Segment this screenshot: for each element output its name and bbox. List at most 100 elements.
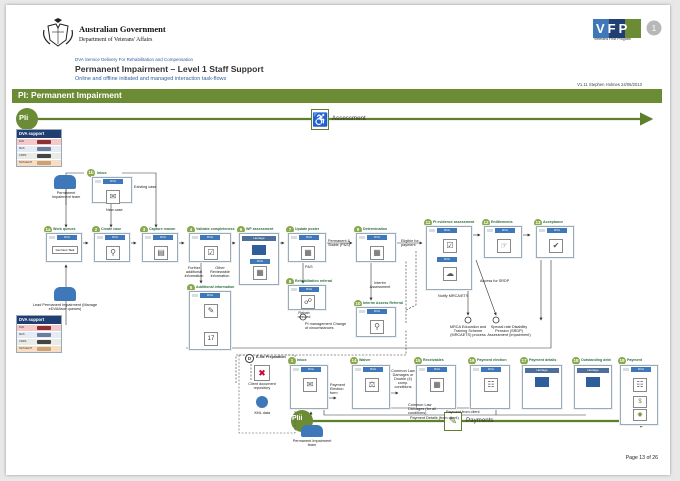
legend-row-label: CRRS <box>19 340 27 343</box>
vfp-tagline: Veterans First Program <box>594 37 631 41</box>
step-card-capture-reason[interactable]: DVA▤ <box>142 233 178 262</box>
form-icon: ✎ <box>204 304 218 318</box>
step-label: Payment <box>627 358 642 362</box>
mrca-edu-note: MRCA Education and Training Scheme (MRCA… <box>449 325 487 337</box>
step-number: 9 <box>354 226 362 234</box>
pii-marker: PIii <box>292 415 303 422</box>
step-card-pi-evidence-assessment[interactable]: DVA ☑ DVA ☁ <box>426 226 472 290</box>
step-number: 10 <box>354 300 362 308</box>
legend-row-label: DVA <box>19 326 25 329</box>
step-card-rehabilitation-referral[interactable]: DVA☍ <box>288 285 326 310</box>
section-banner: PI: Permanent Impairment <box>12 89 662 103</box>
step-card-payment-details[interactable]: Heritage <box>522 365 562 409</box>
heritage-header: Heritage <box>242 236 276 241</box>
inbox-icon: ✉ <box>106 190 120 204</box>
step-number: 15 <box>414 357 422 365</box>
step-label: PI evidence assessment <box>433 220 475 224</box>
step-label: Validate completeness <box>196 227 235 231</box>
calculator-icon: ▦ <box>430 378 444 392</box>
legend-row: DVA <box>17 324 61 331</box>
step-card-additional-information[interactable]: DVA ✎ 17 <box>189 291 231 350</box>
banner-title: PI: Permanent Impairment <box>18 90 122 100</box>
coins-icon: $ <box>633 396 647 408</box>
pi-marker: PIi <box>19 113 29 122</box>
access-srdp-note: Access for SRDP <box>480 279 510 283</box>
step-label: Capture reason <box>149 227 176 231</box>
payment-icon: ☷ <box>633 378 647 392</box>
lead-pi-icon <box>54 287 76 301</box>
heritage-header: Heritage <box>525 368 559 373</box>
step-number: 6 <box>237 226 245 234</box>
step-number: 18 <box>572 357 580 365</box>
legend-row: NAT/LEGIT <box>17 159 61 166</box>
legend-row: MAS <box>17 145 61 152</box>
common-law-all-note: Common Law Damages (for all conditions) <box>408 403 436 415</box>
step-label: Waiver <box>359 358 371 362</box>
step-number: 5 <box>187 284 195 292</box>
step-card-payment-election[interactable]: DVA☷ <box>470 365 510 409</box>
step-number: 12 <box>482 219 490 227</box>
grid-icon: ▦ <box>253 266 267 280</box>
step-label: Create case <box>101 227 122 231</box>
notify-note: Notify MRCA/ETS <box>438 294 469 298</box>
step-number: 13 <box>534 219 542 227</box>
step-label: Entitlements <box>491 220 513 224</box>
xml-data-label: XML data <box>254 411 271 415</box>
payments-label: Payments <box>466 417 494 424</box>
client-document-icon: ✖ <box>254 365 270 381</box>
step-label: Work queues <box>53 227 76 231</box>
step-number: 1b <box>87 169 95 177</box>
legend-row-label: NAT/LEGIT <box>19 347 33 350</box>
step-card-update-poster[interactable]: DVA▦ <box>288 233 326 262</box>
client-document-label: Client document repository <box>248 382 276 390</box>
step-number: 14 <box>350 357 358 365</box>
pi-team-bottom-label: Permanent Impairment team <box>292 439 332 447</box>
svg-text:1: 1 <box>652 24 657 33</box>
step-number: 2 <box>92 226 100 234</box>
page-title: Permanent Impairment – Level 1 Staff Sup… <box>75 64 264 74</box>
version-stamp: V1.11 Stephen Holmes 24/06/2013 <box>577 82 642 87</box>
step-card-waiver[interactable]: DVA⚖ <box>352 365 390 409</box>
lead-pi-label: Lead Permanent Impairment (Manage eDVA/f… <box>32 303 98 311</box>
payment-details-client-note: Payment Details (from client) <box>410 416 459 420</box>
calculator-icon: ▦ <box>370 246 384 260</box>
step-card-create-case[interactable]: DVA⚲ <box>94 233 130 262</box>
legend-row-label: DVA <box>19 140 25 143</box>
step-label: Payment details <box>529 358 557 362</box>
diagram-page: Australian Government Department of Vete… <box>6 5 670 475</box>
step-card-interim-assess-referral[interactable]: DVA⚲ <box>356 307 396 337</box>
rehab-needed-note: Rehab needed <box>297 311 311 319</box>
pbs-note: Permanent & Stable (P&S) <box>328 239 351 247</box>
legend-row-label: MAS <box>19 333 25 336</box>
dva-support-legend: DVA support DVA MAS CRRS NAT/LEGIT <box>16 315 62 353</box>
step-number: 7 <box>286 226 294 234</box>
step-card-wp-assessment[interactable]: Heritage DVA ▦ <box>239 233 279 285</box>
referral-icon: ☍ <box>301 295 315 309</box>
step-card-payment[interactable]: DVA ☷ $ ◉ <box>620 365 658 425</box>
step-number: 3 <box>140 226 148 234</box>
pi-team-bottom-icon <box>301 425 323 437</box>
step-number: 19 <box>618 357 626 365</box>
weather-icon: ☁ <box>443 267 457 281</box>
step-card-outstanding-debt[interactable]: Heritage <box>574 365 612 409</box>
pi-team-icon <box>54 175 76 189</box>
page-number: Page 13 of 26 <box>625 455 658 461</box>
building-icon <box>586 377 600 387</box>
payments-stage-icon: ✎ <box>444 412 462 431</box>
step-label: WP assessment <box>246 227 274 231</box>
handshake-icon: ☞ <box>497 239 511 253</box>
payment-icon: ☷ <box>484 378 498 392</box>
database-icon <box>256 396 268 408</box>
step-card-work-queues[interactable]: DVA Get Next Task <box>46 233 82 262</box>
step-card-receivables[interactable]: DVA▦ <box>416 365 456 409</box>
step-card-acceptance[interactable]: DVA✔ <box>536 226 574 258</box>
pi-management-note: PI management Change of circumstances <box>305 322 347 330</box>
step-card-validate-completeness[interactable]: DVA☑ <box>189 233 231 262</box>
step-card-inbox[interactable]: DVA✉ <box>92 177 132 204</box>
get-next-task-button[interactable]: Get Next Task <box>52 246 78 254</box>
step-card-inbox-payments[interactable]: DVA✉ <box>290 365 328 409</box>
step-card-entitlements[interactable]: DVA☞ <box>484 226 522 258</box>
step-card-determination[interactable]: DVA▦ <box>356 233 396 262</box>
building-icon <box>252 245 266 255</box>
step-label: Acceptance <box>543 220 564 224</box>
